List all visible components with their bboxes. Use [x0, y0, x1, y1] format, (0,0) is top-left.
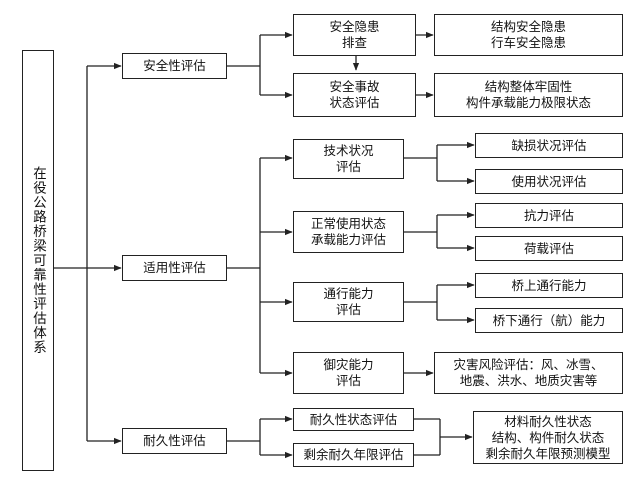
safety-assessment-label: 安全性评估	[143, 58, 206, 73]
disaster-risk-box: 灾害风险评估：风、冰雪、 地震、洪水、地质灾害等	[434, 352, 623, 394]
traffic-capacity-label: 通行能力 评估	[323, 286, 374, 317]
root-box: 在役公路桥梁可靠性评估体系	[22, 50, 54, 471]
load-eval-box: 荷载评估	[475, 236, 623, 261]
normal-capacity-label: 正常使用状态 承载能力评估	[310, 216, 386, 247]
traffic-capacity-box: 通行能力 评估	[293, 282, 404, 322]
normal-capacity-box: 正常使用状态 承载能力评估	[293, 211, 404, 253]
tech-status-label: 技术状况 评估	[323, 143, 374, 174]
resistance-eval-box: 抗力评估	[475, 203, 623, 228]
suitability-assessment-label: 适用性评估	[143, 260, 206, 275]
root-label: 在役公路桥梁可靠性评估体系	[30, 166, 46, 355]
disaster-risk-label: 灾害风险评估：风、冰雪、 地震、洪水、地质灾害等	[453, 357, 604, 388]
durability-assessment-box: 耐久性评估	[122, 428, 227, 454]
disaster-resistance-box: 御灾能力 评估	[293, 352, 404, 394]
limit-states-box: 结构整体牢固性 构件承载能力极限状态	[434, 73, 623, 117]
safety-assessment-box: 安全性评估	[122, 53, 227, 79]
on-bridge-label: 桥上通行能力	[511, 277, 587, 293]
load-eval-label: 荷载评估	[523, 240, 574, 256]
durability-assessment-label: 耐久性评估	[143, 433, 206, 448]
hazard-types-label: 结构安全隐患 行车安全隐患	[490, 19, 566, 50]
hazard-types-box: 结构安全隐患 行车安全隐患	[434, 14, 623, 56]
remaining-life-box: 剩余耐久年限评估	[293, 443, 414, 467]
disaster-resistance-label: 御灾能力 评估	[323, 357, 374, 388]
durability-models-box: 材料耐久性状态 结构、构件耐久状态 剩余耐久年限预测模型	[473, 411, 623, 464]
suitability-assessment-box: 适用性评估	[122, 255, 227, 281]
durability-state-box: 耐久性状态评估	[293, 408, 414, 431]
resistance-eval-label: 抗力评估	[523, 207, 574, 223]
accident-state-box: 安全事故 状态评估	[293, 73, 416, 117]
hazard-check-box: 安全隐患 排查	[293, 14, 416, 56]
under-bridge-box: 桥下通行（航）能力	[475, 308, 623, 333]
damage-eval-label: 缺损状况评估	[511, 137, 587, 153]
usage-eval-box: 使用状况评估	[475, 169, 623, 194]
tech-status-box: 技术状况 评估	[293, 139, 404, 179]
hazard-check-label: 安全隐患 排查	[329, 19, 380, 50]
damage-eval-box: 缺损状况评估	[475, 133, 623, 158]
accident-state-label: 安全事故 状态评估	[329, 79, 380, 110]
on-bridge-box: 桥上通行能力	[475, 273, 623, 298]
durability-state-label: 耐久性状态评估	[309, 411, 398, 427]
usage-eval-label: 使用状况评估	[511, 173, 587, 189]
limit-states-label: 结构整体牢固性 构件承载能力极限状态	[465, 79, 591, 110]
durability-models-label: 材料耐久性状态 结构、构件耐久状态 剩余耐久年限预测模型	[485, 413, 611, 461]
remaining-life-label: 剩余耐久年限评估	[303, 447, 404, 462]
under-bridge-label: 桥下通行（航）能力	[492, 312, 606, 328]
